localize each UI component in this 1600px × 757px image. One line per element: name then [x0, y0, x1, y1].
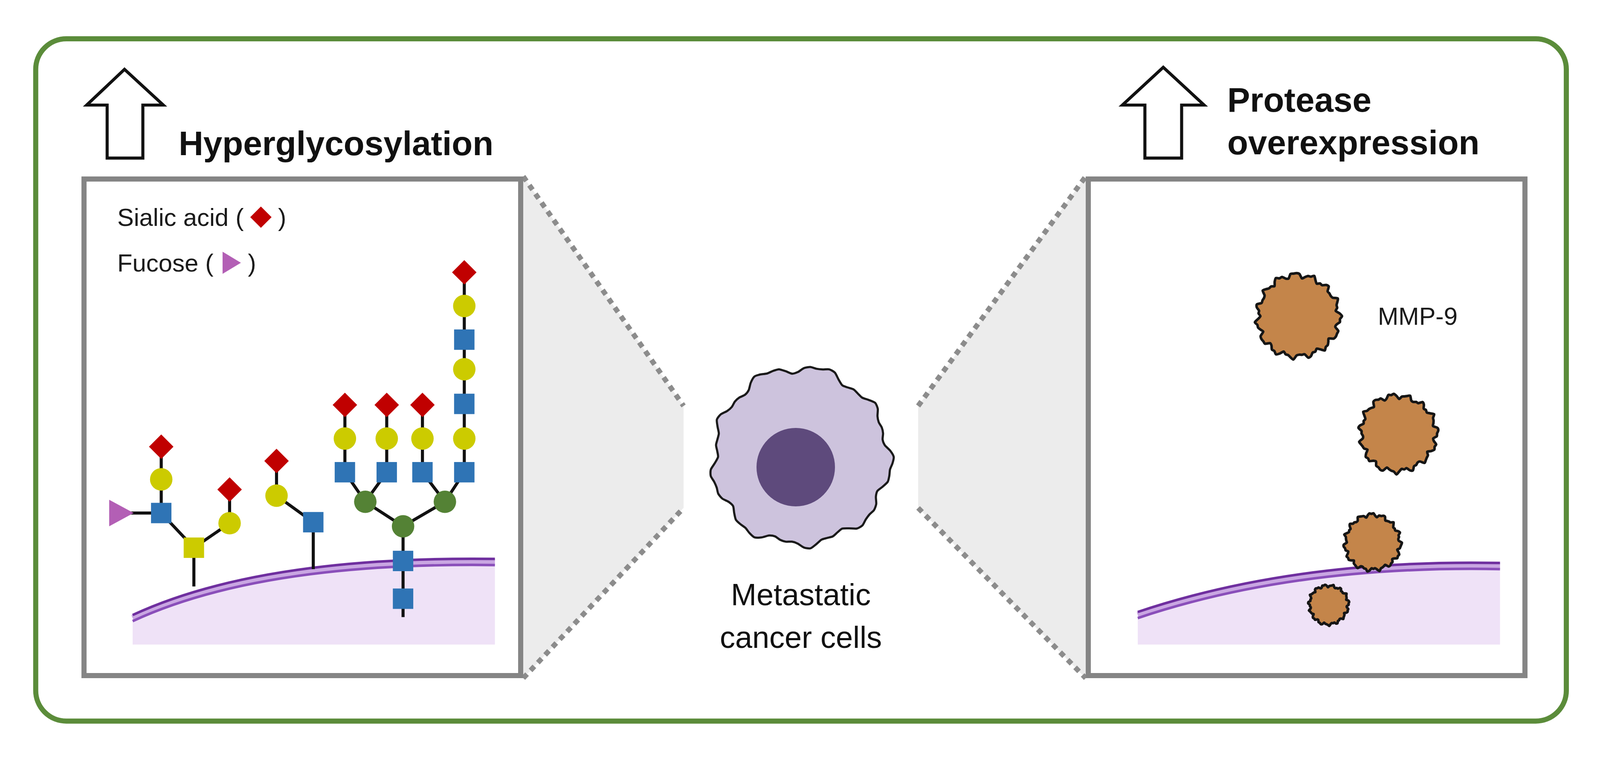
fucose-triangle — [109, 500, 134, 527]
cell-membrane — [132, 562, 495, 619]
cell-caption: Metastatic cancer cells — [698, 573, 904, 659]
zoom-panel: Protease overexpression — [1085, 176, 1528, 679]
sialic-acid-diamond — [264, 449, 289, 474]
sialic-acid-diamond — [148, 434, 174, 459]
glcnac-square — [334, 462, 356, 483]
cell-membrane — [132, 559, 495, 645]
zoom-connector — [918, 176, 1086, 679]
cell-nucleus — [756, 428, 835, 507]
panel-heading: Hyperglycosylation — [178, 122, 563, 166]
protein-label: MMP-9 — [1377, 301, 1458, 332]
glycan-tree — [109, 260, 477, 618]
galactose-circle — [375, 427, 399, 451]
legend-text: Fucose ( ) — [117, 249, 257, 277]
legend-entry: Sialic acid ( ) — [117, 202, 287, 233]
glcnac-square — [392, 550, 414, 572]
zoom-line — [918, 508, 1086, 679]
illustration — [35, 38, 1567, 722]
galactose-circle — [265, 484, 288, 508]
galactose-circle — [452, 295, 476, 318]
cancer-cell: Metastatic cancer cells — [702, 359, 899, 556]
galactose-circle — [333, 427, 357, 451]
cell-outline — [702, 359, 899, 556]
mannose-circle — [353, 490, 377, 514]
cell-membrane — [132, 559, 495, 645]
galactose-circle — [452, 427, 476, 451]
cell-membrane — [1137, 562, 1500, 645]
galnac-square — [183, 537, 205, 559]
galactose-circle — [452, 358, 476, 381]
cell-membrane — [132, 565, 495, 622]
panel-heading: Protease overexpression — [1227, 78, 1526, 165]
outer-frame — [35, 38, 1567, 722]
legend-entry: Fucose ( ) — [117, 248, 257, 279]
sialic-acid-diamond — [410, 392, 435, 418]
galactose-circle — [150, 468, 173, 491]
mmp9-protein — [1308, 585, 1350, 627]
galactose-circle — [218, 512, 241, 535]
zoom-line — [918, 176, 1086, 406]
mannose-circle — [391, 515, 415, 538]
sialic-acid-diamond — [217, 477, 242, 502]
mannose-circle — [433, 490, 457, 514]
mmp9-protein — [1343, 513, 1403, 572]
cell-body — [710, 367, 894, 549]
zoom-wedge — [523, 176, 684, 679]
mmp9-protein — [1358, 394, 1439, 475]
glcnac-square — [412, 462, 433, 483]
zoom-line — [523, 508, 684, 679]
zoom-connector — [523, 176, 684, 679]
glcnac-square — [454, 329, 475, 351]
cell-membrane — [1137, 562, 1500, 645]
zoom-line — [523, 176, 684, 406]
legend-text: Sialic acid ( ) — [117, 203, 287, 232]
glcnac-square — [303, 512, 324, 533]
up-arrow — [86, 69, 163, 159]
glcnac-square — [454, 394, 475, 415]
zoom-wedge — [918, 176, 1086, 679]
glcnac-square — [454, 462, 475, 483]
sialic-acid-diamond — [332, 392, 357, 418]
sialic-acid-diamond — [452, 260, 477, 285]
up-arrow — [1122, 67, 1204, 159]
glcnac-square — [376, 462, 398, 483]
sialic-acid-diamond — [374, 392, 399, 418]
glcnac-square — [150, 503, 172, 524]
glcnac-square — [392, 588, 414, 610]
galactose-circle — [411, 427, 434, 451]
mmp9-protein — [1255, 273, 1343, 360]
